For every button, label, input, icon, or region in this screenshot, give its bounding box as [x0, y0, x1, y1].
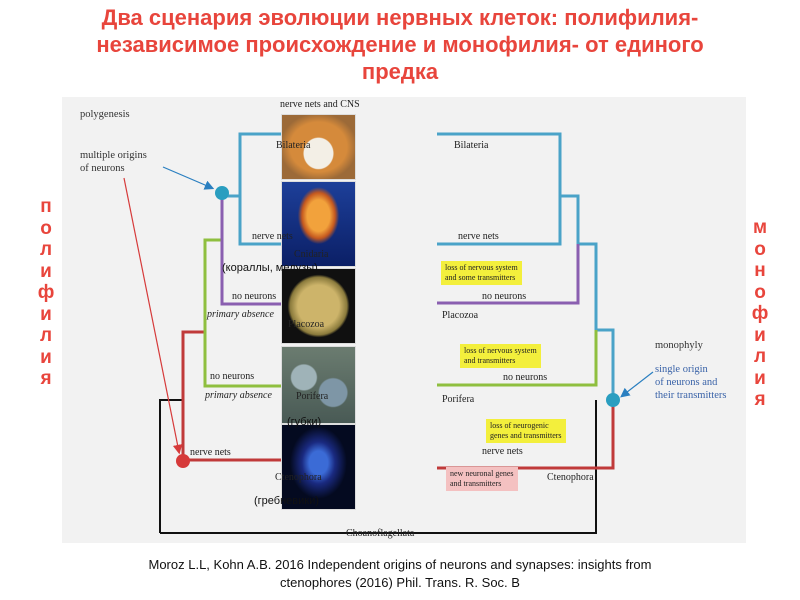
- right-letter: и: [754, 324, 766, 346]
- cnidaria-russian-label: (кораллы, медузы): [222, 262, 318, 274]
- slide-title: Два сценария эволюции нервных клеток: по…: [0, 4, 800, 85]
- right-letter: н: [754, 260, 766, 281]
- right-stem-3: [560, 194, 580, 244]
- right-loss-box-3-line1: loss of neurogenic: [490, 421, 549, 430]
- right-porifera-label: Porifera: [442, 394, 475, 405]
- ctenophore-origin-node: [176, 454, 190, 468]
- ctenophore-photo: [281, 424, 356, 510]
- right-letter: м: [752, 217, 768, 238]
- left-porifera-label: Porifera: [296, 391, 329, 402]
- right-ctenophora-label: Ctenophora: [547, 472, 594, 483]
- top-label: nerve nets and CNS: [280, 99, 360, 110]
- right-letter: о: [754, 281, 766, 303]
- left-letter: и: [40, 303, 52, 325]
- right-loss-box-3: loss of neurogenic genes and transmitter…: [486, 419, 566, 443]
- title-line-1: Два сценария эволюции нервных клеток: по…: [101, 5, 699, 30]
- right-placozoa-branch: [437, 244, 580, 305]
- right-letter: л: [753, 346, 767, 367]
- right-no-neurons-1: no neurons: [482, 291, 527, 302]
- left-letter: л: [39, 325, 53, 346]
- phylogeny-figure: [62, 97, 746, 543]
- right-letter: я: [754, 389, 766, 410]
- root-branch-line: [159, 399, 597, 534]
- left-letter: л: [39, 239, 53, 260]
- polygenesis-node: [215, 186, 229, 200]
- right-placozoa-label: Placozoa: [442, 310, 479, 321]
- dog-photo: [281, 114, 356, 180]
- sponge-photo: [281, 346, 356, 424]
- monophyly-note-1: single origin: [655, 364, 708, 375]
- ctenophora-russian-label: (гребневики): [254, 495, 319, 507]
- porifera-russian-label: (губки): [287, 416, 322, 428]
- reference-line-1: Moroz L.L, Kohn A.B. 2016 Independent or…: [148, 557, 652, 572]
- left-red-stem: [181, 330, 205, 460]
- right-letter: ф: [751, 303, 769, 324]
- right-loss-box-2-line2: and transmitters: [464, 356, 516, 365]
- reference-citation: Moroz L.L, Kohn A.B. 2016 Independent or…: [0, 556, 800, 592]
- monophyly-note-3: their transmitters: [655, 390, 727, 401]
- placozoa-photo: [281, 268, 356, 344]
- left-primary-absence-2: primary absence: [205, 390, 272, 401]
- right-porifera-branch: [437, 330, 598, 387]
- right-cnidaria-branch: [437, 196, 562, 246]
- right-stem-2: [578, 242, 598, 330]
- left-letter: о: [40, 217, 52, 239]
- left-nerve-nets-ctenophora: nerve nets: [190, 447, 231, 458]
- left-bilateria-label: Bilateria: [276, 140, 311, 151]
- left-cnidaria-label: Cnidaria: [294, 249, 329, 260]
- right-bilateria-label: Bilateria: [454, 140, 489, 151]
- left-ctenophora-label: Ctenophora: [275, 472, 322, 483]
- polygenesis-heading: polygenesis: [80, 109, 130, 120]
- right-bilateria-branch: [437, 132, 562, 196]
- left-no-neurons-placozoa: no neurons: [232, 291, 277, 302]
- monophyly-heading: monophyly: [655, 340, 703, 351]
- polygenesis-note-2: of neurons: [80, 163, 125, 174]
- jellyfish-photo: [281, 181, 356, 267]
- right-stem-1: [596, 328, 615, 400]
- right-loss-box-2-line1: loss of nervous system: [464, 346, 537, 355]
- left-placozoa-label: Placozoa: [288, 319, 325, 330]
- left-letter: п: [40, 196, 52, 217]
- ctenophore-arrow: [123, 177, 183, 455]
- right-letter: о: [754, 238, 766, 260]
- right-loss-box-3-line2: genes and transmitters: [490, 431, 562, 440]
- left-primary-absence-1: primary absence: [207, 309, 274, 320]
- right-nerve-nets-2: nerve nets: [482, 446, 523, 457]
- monophyly-arrow: [620, 371, 654, 398]
- monophyly-node: [606, 393, 620, 407]
- left-green-stem: [203, 238, 222, 332]
- right-new-genes-line1: new neuronal genes: [450, 469, 514, 478]
- right-loss-box-1: loss of nervous system and some transmit…: [441, 261, 522, 285]
- title-line-3: предка: [361, 59, 439, 84]
- polygenesis-note-1: multiple origins: [80, 150, 147, 161]
- right-nerve-nets: nerve nets: [458, 231, 499, 242]
- reference-line-2: ctenophores (2016) Phil. Trans. R. Soc. …: [280, 575, 520, 590]
- bottom-label: Choanoflagellata: [346, 528, 415, 539]
- right-loss-box-1-line2: and some transmitters: [445, 273, 516, 282]
- left-vertical-polyphyly: п о л и ф и л и я: [34, 196, 58, 390]
- right-no-neurons-2: no neurons: [503, 372, 548, 383]
- left-letter: и: [40, 260, 52, 282]
- right-loss-box-1-line1: loss of nervous system: [445, 263, 518, 272]
- left-no-neurons-porifera: no neurons: [210, 371, 255, 382]
- left-letter: я: [40, 368, 52, 389]
- polygenesis-arrow: [162, 166, 215, 190]
- left-letter: ф: [37, 282, 55, 303]
- left-nerve-nets-cnidaria: nerve nets: [252, 231, 293, 242]
- right-vertical-monophyly: м о н о ф и л и я: [748, 217, 772, 411]
- title-line-2: независимое происхождение и монофилия- о…: [96, 32, 704, 57]
- left-letter: и: [40, 346, 52, 368]
- right-new-genes-box: new neuronal genes and transmitters: [446, 467, 518, 491]
- right-new-genes-line2: and transmitters: [450, 479, 502, 488]
- right-loss-box-2: loss of nervous system and transmitters: [460, 344, 541, 368]
- right-letter: и: [754, 367, 766, 389]
- monophyly-note-2: of neurons and: [655, 377, 718, 388]
